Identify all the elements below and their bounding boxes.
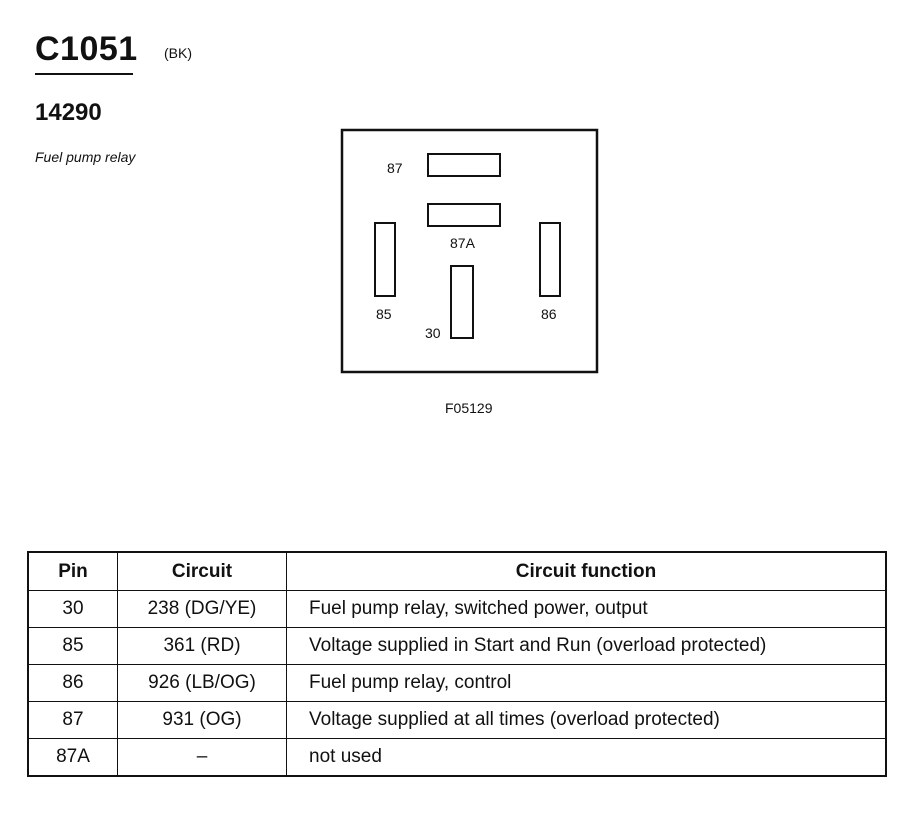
header-circuit: Circuit: [117, 551, 287, 591]
cell-circuit: 238 (DG/YE): [117, 590, 287, 628]
header-circuit-function: Circuit function: [286, 551, 887, 591]
figure-id: F05129: [445, 400, 493, 416]
terminal-87: [427, 153, 501, 177]
connector-id-underline: [35, 73, 133, 75]
connector-color: (BK): [164, 45, 192, 61]
cell-circuit: 926 (LB/OG): [117, 664, 287, 702]
cell-pin: 86: [27, 664, 118, 702]
cell-function: Voltage supplied at all times (overload …: [286, 701, 887, 739]
pin-label-85: 85: [376, 306, 392, 322]
pin-function-table: Pin Circuit Circuit function 30 238 (DG/…: [27, 551, 887, 777]
pin-label-86: 86: [541, 306, 557, 322]
table-row: 85 361 (RD) Voltage supplied in Start an…: [27, 627, 887, 665]
table-row: 30 238 (DG/YE) Fuel pump relay, switched…: [27, 590, 887, 628]
component-description: Fuel pump relay: [35, 149, 136, 165]
pin-label-30: 30: [425, 325, 441, 341]
cell-function: not used: [286, 738, 887, 777]
cell-pin: 85: [27, 627, 118, 665]
terminal-87a: [427, 203, 501, 227]
table-row: 86 926 (LB/OG) Fuel pump relay, control: [27, 664, 887, 702]
cell-circuit: 931 (OG): [117, 701, 287, 739]
relay-connector-diagram: 87 87A 85 30 86: [340, 128, 599, 374]
connector-id: C1051: [35, 30, 138, 68]
table-header-row: Pin Circuit Circuit function: [27, 551, 887, 591]
cell-function: Fuel pump relay, control: [286, 664, 887, 702]
table-row: 87A – not used: [27, 738, 887, 777]
pin-label-87: 87: [387, 160, 403, 176]
part-number: 14290: [35, 99, 102, 126]
cell-pin: 87: [27, 701, 118, 739]
terminal-86: [539, 222, 561, 297]
table-row: 87 931 (OG) Voltage supplied at all time…: [27, 701, 887, 739]
terminal-30: [450, 265, 474, 339]
cell-pin: 87A: [27, 738, 118, 777]
cell-function: Fuel pump relay, switched power, output: [286, 590, 887, 628]
header-pin: Pin: [27, 551, 118, 591]
cell-pin: 30: [27, 590, 118, 628]
pin-label-87a: 87A: [450, 235, 476, 251]
cell-function: Voltage supplied in Start and Run (overl…: [286, 627, 887, 665]
cell-circuit: 361 (RD): [117, 627, 287, 665]
terminal-85: [374, 222, 396, 297]
connector-outline: [340, 128, 599, 374]
cell-circuit: –: [117, 738, 287, 777]
